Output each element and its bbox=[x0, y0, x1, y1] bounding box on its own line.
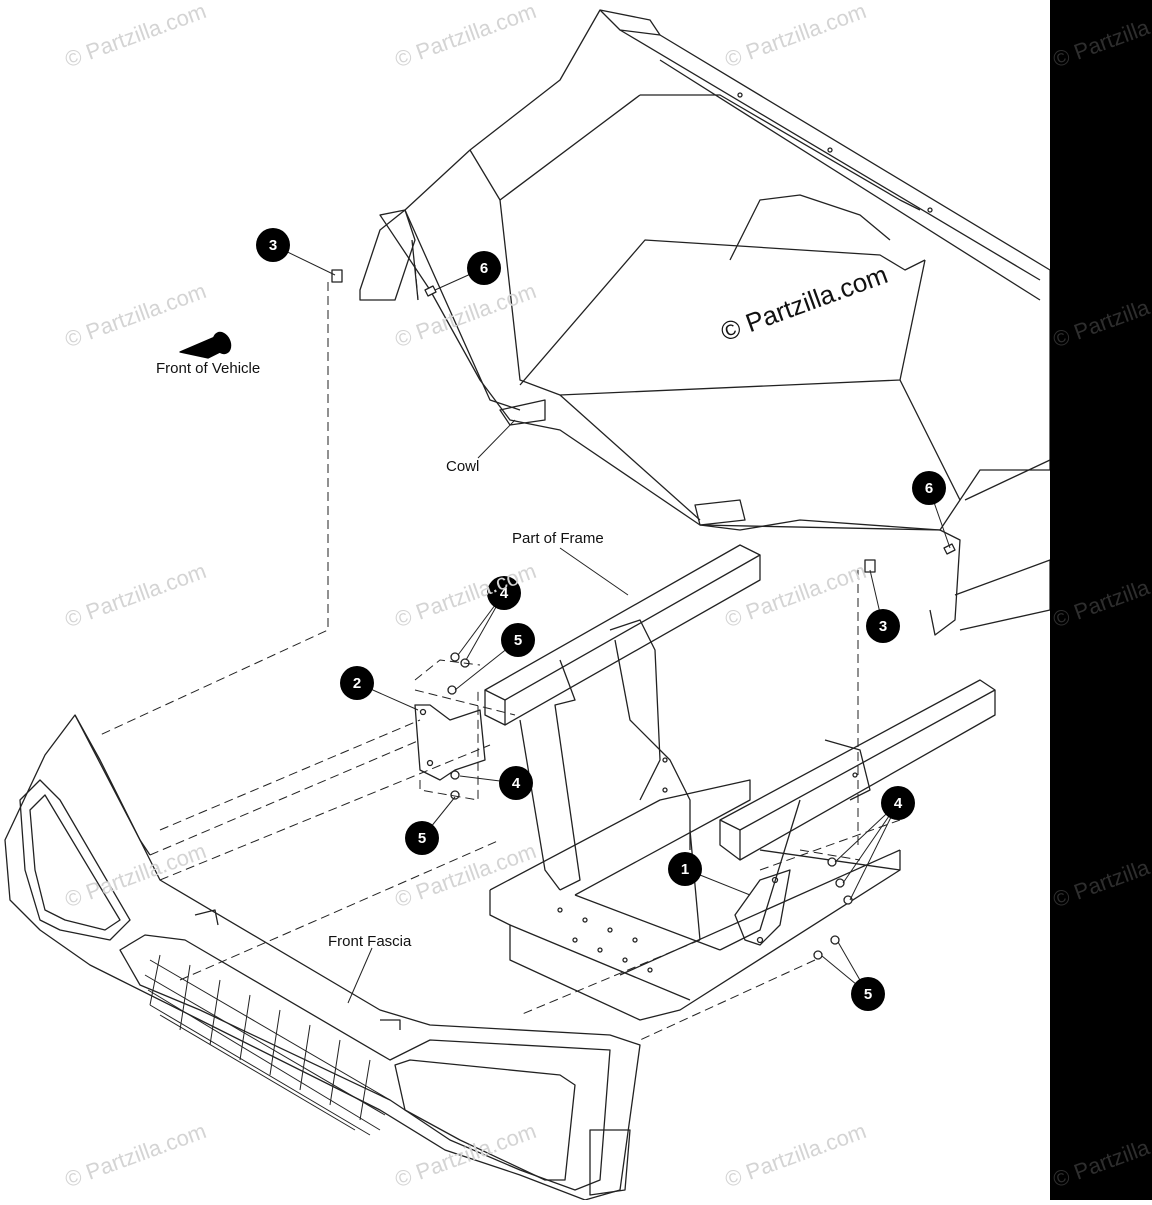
leader-lines bbox=[272, 244, 951, 1004]
callout-6-right: 6 bbox=[925, 480, 933, 497]
right-black-band: © Partzilla.com © Partzilla.com © Partzi… bbox=[1050, 0, 1152, 1200]
callout-3-top: 3 bbox=[269, 237, 277, 254]
callout-4-right: 4 bbox=[894, 795, 903, 812]
callout-5-lower: 5 bbox=[418, 830, 426, 847]
callout-3-right: 3 bbox=[879, 618, 887, 635]
callout-markers bbox=[256, 228, 946, 1011]
callout-2: 2 bbox=[353, 675, 361, 692]
watermark: © Partzilla.com bbox=[1049, 558, 1152, 633]
watermark: © Partzilla.com bbox=[1049, 278, 1152, 353]
front-arrow-icon bbox=[179, 331, 232, 359]
bracket-right bbox=[734, 869, 791, 946]
callout-6-left: 6 bbox=[480, 260, 488, 277]
callout-5-upper: 5 bbox=[514, 632, 522, 649]
bracket-left bbox=[414, 704, 486, 781]
fasteners bbox=[331, 269, 956, 960]
front-of-vehicle-label: Front of Vehicle bbox=[156, 360, 261, 377]
watermark: © Partzilla.com bbox=[1049, 0, 1152, 73]
part-of-frame-label: Part of Frame bbox=[512, 530, 604, 547]
callout-4-middle: 4 bbox=[512, 775, 521, 792]
callout-4-upper: 4 bbox=[500, 585, 509, 602]
watermark: © Partzilla.com bbox=[1049, 838, 1152, 913]
assembly-dash-lines bbox=[99, 264, 901, 1041]
callout-1: 1 bbox=[681, 861, 689, 878]
cowl-label: Cowl bbox=[446, 458, 480, 475]
front-fascia-part bbox=[4, 714, 641, 1201]
watermark: © Partzilla.com bbox=[1049, 1118, 1152, 1193]
frame-part bbox=[484, 544, 996, 1021]
front-fascia-label: Front Fascia bbox=[328, 933, 412, 950]
callout-5-right: 5 bbox=[864, 986, 872, 1003]
